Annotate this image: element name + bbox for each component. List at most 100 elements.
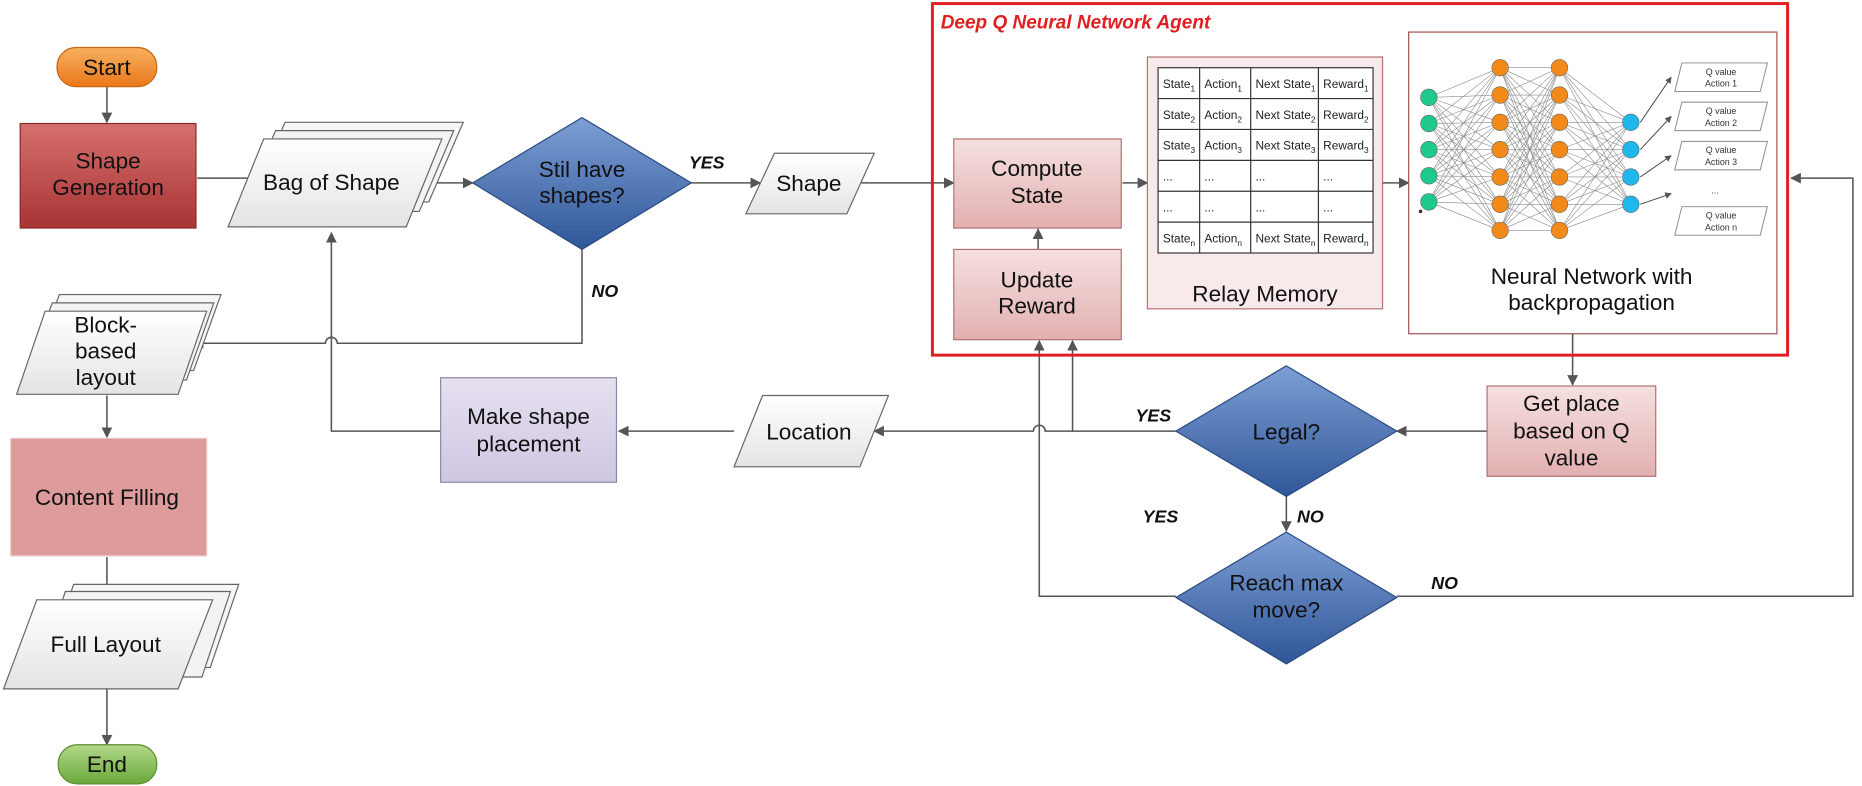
memory-cell: Reward1 xyxy=(1323,77,1369,94)
memory-cell: ... xyxy=(1204,200,1214,214)
edge-labels: YES NO YES NO YES NO xyxy=(592,153,1459,593)
nn-connection xyxy=(1428,94,1501,98)
memory-cell: State1 xyxy=(1163,77,1196,94)
nn-neuron xyxy=(1622,113,1640,131)
nn-connection xyxy=(1428,67,1501,150)
nn-neuron xyxy=(1622,168,1640,186)
location-data: Location xyxy=(733,394,890,468)
nn-neuron xyxy=(1550,141,1569,159)
reach-max-decision: Reach max move? xyxy=(1174,531,1398,665)
nn-connection xyxy=(1559,204,1631,231)
memory-cell: Reward2 xyxy=(1323,108,1369,125)
nn-connection xyxy=(1559,122,1632,205)
memory-cell-subscript: 2 xyxy=(1364,114,1369,124)
memory-cell-subscript: 3 xyxy=(1191,145,1196,155)
block-layout-label-3: layout xyxy=(76,365,137,390)
memory-cell: ... xyxy=(1255,170,1265,184)
q-output-box xyxy=(1674,101,1768,132)
block-based-layout-multidoc: Block- based layout xyxy=(15,293,222,395)
edge-placement-to-bag xyxy=(325,231,441,432)
compute-state-label-2: State xyxy=(1011,183,1064,208)
nn-connection xyxy=(1499,67,1560,205)
q-output-arrow xyxy=(1639,115,1672,150)
nn-connection xyxy=(1428,175,1501,205)
nn-connection xyxy=(1499,67,1560,123)
q-output-action: Action n xyxy=(1705,222,1737,232)
edge-reach-yes-to-update xyxy=(1033,339,1176,598)
memory-cell: ... xyxy=(1255,200,1265,214)
memory-cell-subscript: 3 xyxy=(1364,145,1369,155)
q-output-arrow xyxy=(1640,192,1672,205)
memory-cell: Next State1 xyxy=(1255,77,1315,94)
still-have-shapes-label-2: shapes? xyxy=(539,183,624,208)
nn-connection xyxy=(1428,122,1501,150)
nn-connection xyxy=(1499,67,1560,150)
content-filling-label: Content Filling xyxy=(35,485,179,510)
nn-connection xyxy=(1500,204,1560,231)
make-placement-label-2: placement xyxy=(477,431,582,456)
q-output-action: Action 2 xyxy=(1705,118,1737,128)
memory-cell-subscript: n xyxy=(1237,238,1242,248)
make-placement-label-1: Make shape xyxy=(467,404,590,429)
nn-connection xyxy=(1559,67,1631,123)
nn-neuron xyxy=(1550,221,1569,240)
q-output-arrow xyxy=(1640,155,1672,178)
nn-connection xyxy=(1499,149,1560,231)
nn-neuron xyxy=(1420,193,1438,211)
nn-neuron xyxy=(1550,195,1569,213)
shape-generation-box: Shape Generation xyxy=(19,122,197,229)
nn-connection xyxy=(1499,67,1560,231)
nn-neuron xyxy=(1550,113,1569,131)
nn-connection xyxy=(1559,94,1631,123)
memory-cell: Action3 xyxy=(1204,139,1242,156)
shape-data-label: Shape xyxy=(776,171,841,196)
nn-connection xyxy=(1428,94,1501,150)
shape-data: Shape xyxy=(744,152,876,215)
dqn-agent-frame xyxy=(930,2,1790,357)
nn-connection xyxy=(1428,122,1501,203)
nn-neuron xyxy=(1491,168,1509,186)
q-output-box xyxy=(1674,62,1768,92)
nn-bias-dot xyxy=(1418,209,1423,214)
memory-cell-subscript: 2 xyxy=(1237,114,1242,124)
relay-memory-label: Relay Memory xyxy=(1192,282,1338,307)
start-terminal: Start xyxy=(56,46,158,88)
location-label: Location xyxy=(766,419,851,444)
nn-neuron xyxy=(1491,221,1509,240)
nn-connection xyxy=(1428,94,1501,203)
connectors xyxy=(101,86,1854,746)
memory-cell-subscript: 1 xyxy=(1237,83,1242,93)
nn-connection xyxy=(1428,201,1501,231)
q-output-action: Action 3 xyxy=(1705,157,1737,167)
memory-cell-subscript: 3 xyxy=(1311,145,1316,155)
memory-cell: ... xyxy=(1163,170,1173,184)
memory-cell-subscript: 3 xyxy=(1237,145,1242,155)
nn-connection xyxy=(1428,176,1501,203)
nn-neuron xyxy=(1491,86,1509,104)
edge-legal-yes-to-location xyxy=(873,424,1176,437)
nn-connection xyxy=(1428,122,1501,124)
memory-cell: ... xyxy=(1163,200,1173,214)
nn-connection xyxy=(1428,123,1501,205)
q-output-label: Q value xyxy=(1706,67,1737,77)
label-no-shapes: NO xyxy=(592,281,619,301)
label-no-max: NO xyxy=(1431,573,1458,593)
q-output-arrow xyxy=(1639,76,1672,123)
label-yes-legal: YES xyxy=(1135,406,1171,426)
q-output-label: Q value xyxy=(1706,145,1737,155)
compute-state-label-1: Compute xyxy=(991,156,1083,181)
legal-label: Legal? xyxy=(1252,419,1320,444)
memory-cell: Next State3 xyxy=(1255,139,1315,156)
nn-connection xyxy=(1428,67,1501,176)
get-place-label-3: value xyxy=(1544,446,1598,471)
nn-connection xyxy=(1559,149,1631,205)
nn-connection xyxy=(1559,176,1631,205)
reach-max-label-2: move? xyxy=(1253,598,1321,623)
memory-cell: ... xyxy=(1204,170,1214,184)
nn-neuron xyxy=(1420,167,1438,185)
nn-connection xyxy=(1499,122,1560,231)
